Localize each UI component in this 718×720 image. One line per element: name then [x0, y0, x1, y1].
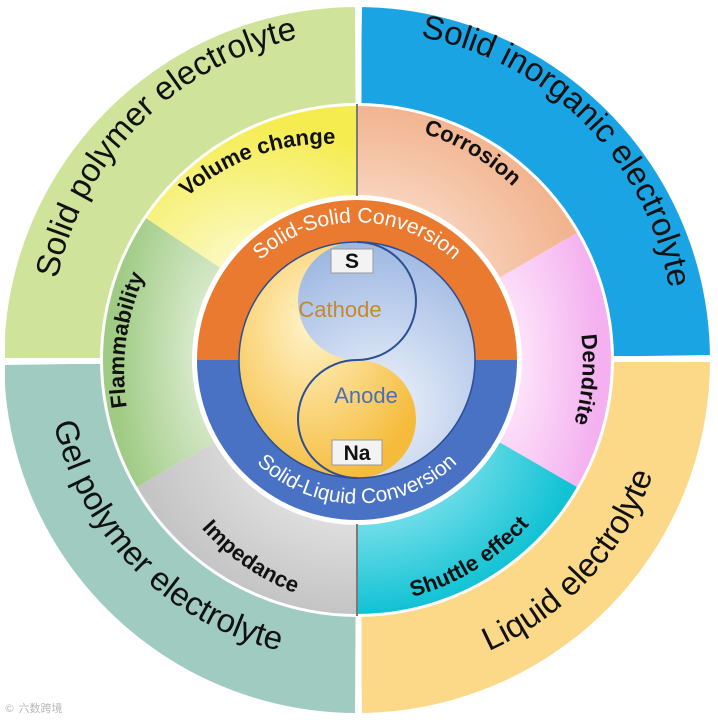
impedance-sector: [137, 442, 357, 614]
cathode-label: Cathode: [298, 297, 381, 322]
s-tag-label: S: [345, 250, 359, 273]
na-tag-label: Na: [344, 442, 371, 465]
flammability-sector: [102, 218, 220, 488]
yin-yang-divider: [297, 241, 417, 479]
cathode-region: [239, 242, 416, 478]
core-border: [238, 241, 476, 479]
dendrite-sector: [499, 233, 611, 487]
shuttle-effect-sector: [357, 442, 577, 614]
anode-label: Anode: [334, 383, 398, 408]
na-tag-box: [331, 439, 383, 466]
watermark: © 六数跨境: [4, 702, 63, 715]
volume-change-sector: [146, 105, 357, 268]
corrosion-sector: [357, 106, 577, 278]
s-tag-box: [330, 248, 374, 274]
